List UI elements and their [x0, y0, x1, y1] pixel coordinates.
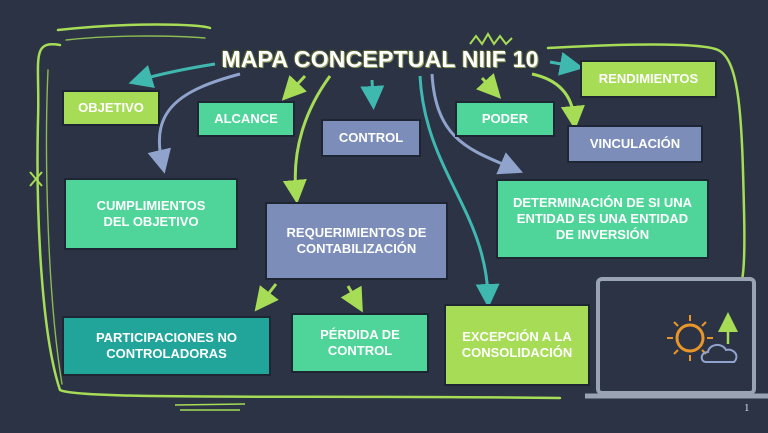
cross-mark-left [29, 171, 43, 187]
arrow-to-requerimientos [282, 75, 332, 204]
page-title: MAPA CONCEPTUAL NIIF 10 [221, 46, 539, 72]
cloud-icon [700, 344, 738, 363]
node-poder: PODER [455, 101, 555, 137]
arrow-to-excepcion [418, 75, 500, 308]
node-control: CONTROL [321, 119, 421, 157]
node-determinacion: DETERMINACIÓN DE SI UNA ENTIDAD ES UNA E… [496, 179, 709, 259]
node-rendimientos: RENDIMIENTOS [580, 60, 717, 98]
arrow-to-poder [476, 73, 502, 99]
frame-outline [36, 23, 746, 400]
node-vinculacion: VINCULACIÓN [567, 125, 703, 163]
arrow-to-determinacion [430, 73, 524, 175]
arrow-to-vinculacion [531, 72, 585, 130]
node-perdida: PÉRDIDA DE CONTROL [291, 313, 429, 373]
arrow-to-cumplimientos [147, 72, 241, 174]
sun-icon [667, 315, 713, 361]
node-objetivo: OBJETIVO [62, 90, 160, 126]
node-participaciones: PARTICIPACIONES NO CONTROLADORAS [62, 316, 271, 376]
node-excepcion: EXCEPCIÓN A LA CONSOLIDACIÓN [444, 304, 590, 386]
arrow-to-alcance [281, 74, 307, 101]
frame-inner-stroke [45, 35, 206, 385]
zigzag-decoration [469, 32, 513, 46]
arrow-to-control [360, 79, 385, 110]
arrow-to-perdida [340, 285, 363, 313]
arrow-to-objetivo [128, 62, 216, 89]
node-alcance: ALCANCE [197, 101, 295, 137]
frame-bottom-stroke [174, 403, 246, 411]
arrow-to-participaciones [254, 283, 279, 312]
node-cumplimientos: CUMPLIMIENTOS DEL OBJETIVO [64, 178, 238, 250]
arrow-to-rendimientos [549, 52, 584, 76]
page-number: 1 [744, 402, 750, 414]
node-requerimientos: REQUERIMIENTOS DE CONTABILIZACIÓN [265, 202, 448, 280]
